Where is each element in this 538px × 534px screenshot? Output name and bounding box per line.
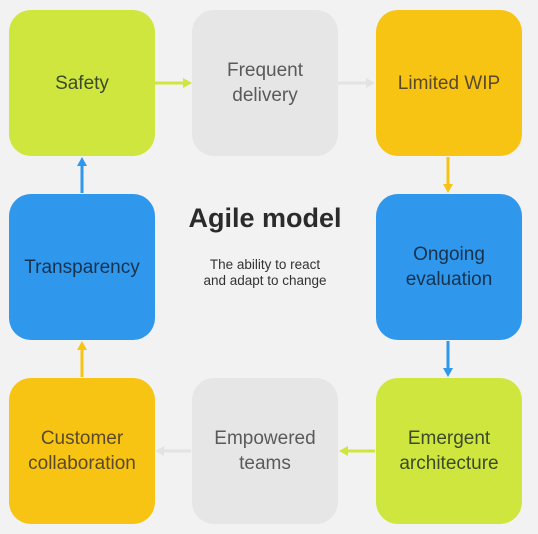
node-safety: Safety bbox=[9, 10, 155, 156]
arrow-ongoing-evaluation-to-emergent-architecture bbox=[443, 341, 453, 377]
arrow-limited-wip-to-ongoing-evaluation bbox=[443, 157, 453, 193]
node-empowered-teams: Empowered teams bbox=[192, 378, 338, 524]
node-frequent-delivery: Frequent delivery bbox=[192, 10, 338, 156]
arrow-customer-collaboration-to-transparency bbox=[77, 341, 87, 377]
arrow-safety-to-frequent-delivery bbox=[155, 78, 192, 88]
node-ongoing-evaluation: Ongoing evaluation bbox=[376, 194, 522, 340]
arrow-emergent-architecture-to-empowered-teams bbox=[339, 446, 375, 456]
arrow-transparency-to-safety bbox=[77, 157, 87, 193]
node-customer-collaboration: Customer collaboration bbox=[9, 378, 155, 524]
arrow-frequent-delivery-to-limited-wip bbox=[338, 78, 375, 88]
node-emergent-architecture: Emergent architecture bbox=[376, 378, 522, 524]
node-limited-wip: Limited WIP bbox=[376, 10, 522, 156]
diagram-subtitle: The ability to react and adapt to change bbox=[203, 257, 327, 288]
node-transparency: Transparency bbox=[9, 194, 155, 340]
arrow-empowered-teams-to-customer-collaboration bbox=[155, 446, 191, 456]
diagram-title: Agile model bbox=[188, 203, 342, 233]
